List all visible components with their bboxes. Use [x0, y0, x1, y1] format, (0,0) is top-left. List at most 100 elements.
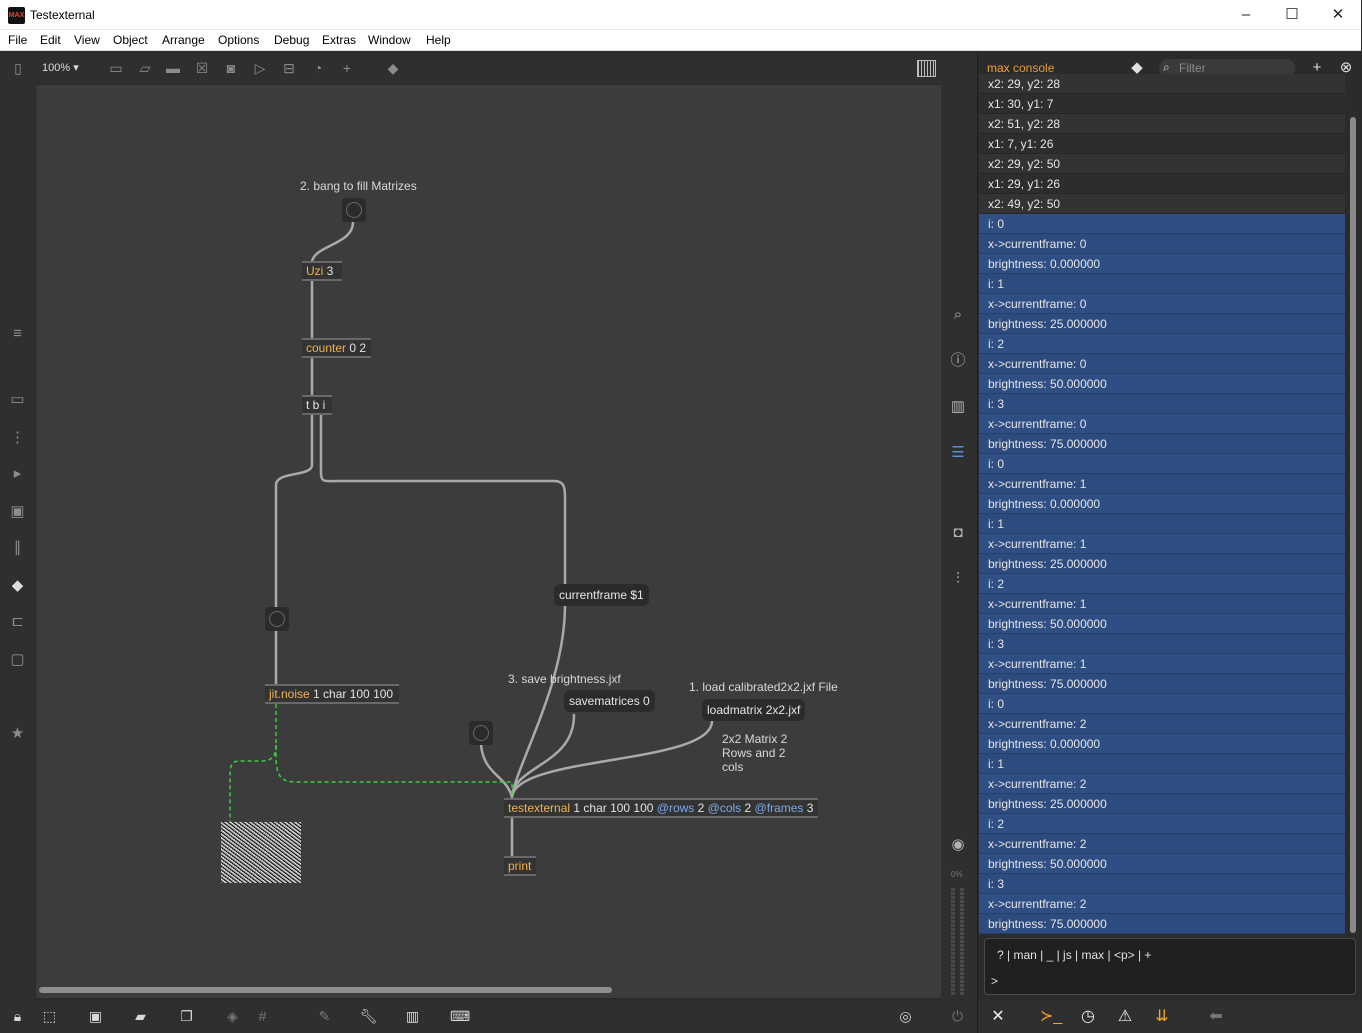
- console-log-row[interactable]: x->currentframe: 1: [979, 474, 1345, 494]
- new-button-icon[interactable]: ▷: [254, 60, 266, 76]
- console-log-row[interactable]: i: 2: [979, 814, 1345, 834]
- console-log-row[interactable]: i: 2: [979, 334, 1345, 354]
- console-log-row[interactable]: x2: 29, y2: 28: [979, 74, 1345, 94]
- power-icon[interactable]: ⏻: [951, 1008, 964, 1024]
- new-message-icon[interactable]: ▱: [139, 60, 151, 76]
- autoscroll-icon[interactable]: ⇊: [1155, 1008, 1169, 1025]
- snippet-icon[interactable]: ⊏: [11, 613, 24, 630]
- menu-debug[interactable]: Debug: [274, 33, 310, 47]
- console-log-row[interactable]: x1: 30, y1: 7: [979, 94, 1345, 114]
- console-command-area[interactable]: ? | man | _ | js | max | <p> | + >: [984, 938, 1356, 995]
- print-object[interactable]: print: [504, 856, 536, 876]
- new-object-wand-icon[interactable]: ✎: [318, 1008, 331, 1024]
- console-log-row[interactable]: x->currentframe: 0: [979, 234, 1345, 254]
- console-log-row[interactable]: i: 2: [979, 574, 1345, 594]
- console-log-row[interactable]: brightness: 25.000000: [979, 794, 1345, 814]
- console-prompt[interactable]: >: [991, 974, 999, 988]
- presentation-icon[interactable]: ▭: [10, 391, 25, 408]
- jit-pwindow-noise-display[interactable]: [221, 822, 301, 883]
- menu-edit[interactable]: Edit: [40, 33, 61, 47]
- console-log-row[interactable]: x->currentframe: 1: [979, 594, 1345, 614]
- console-log-row[interactable]: brightness: 0.000000: [979, 254, 1345, 274]
- new-bang-icon[interactable]: ◙: [226, 60, 236, 76]
- reference-book-icon[interactable]: ▥: [950, 398, 966, 415]
- currentframe-message[interactable]: currentframe $1: [554, 584, 649, 606]
- console-add-icon[interactable]: +: [1312, 59, 1322, 76]
- menu-view[interactable]: View: [74, 33, 100, 47]
- console-log-row[interactable]: x->currentframe: 0: [979, 354, 1345, 374]
- menu-help[interactable]: Help: [426, 33, 451, 47]
- image-icon[interactable]: ▣: [10, 503, 25, 520]
- menu-window[interactable]: Window: [368, 33, 411, 47]
- snapshot-camera-icon[interactable]: ◘: [953, 524, 963, 541]
- add-object-icon[interactable]: +: [342, 60, 352, 76]
- edit-mode-icon[interactable]: ⬚: [42, 1008, 57, 1024]
- lock-icon[interactable]: 🔒︎: [13, 1008, 22, 1024]
- wrench-icon[interactable]: 🔧︎: [359, 1008, 378, 1024]
- console-log-row[interactable]: i: 3: [979, 634, 1345, 654]
- console-log-row[interactable]: x2: 29, y2: 50: [979, 154, 1345, 174]
- console-shortcut-buttons[interactable]: ? | man | _ | js | max | <p> | +: [997, 948, 1152, 962]
- patcher-canvas[interactable]: 2. bang to fill Matrizes Uzi 3 counter 0…: [36, 85, 941, 998]
- console-log-row[interactable]: x->currentframe: 2: [979, 834, 1345, 854]
- audio-power-icon[interactable]: ◉: [951, 836, 965, 853]
- menu-file[interactable]: File: [8, 33, 28, 47]
- console-log-row[interactable]: x->currentframe: 2: [979, 894, 1345, 914]
- console-log-row[interactable]: x->currentframe: 2: [979, 774, 1345, 794]
- plug-icon[interactable]: ◆: [11, 577, 24, 594]
- menu-arrange[interactable]: Arrange: [162, 33, 205, 47]
- console-log-row[interactable]: i: 0: [979, 694, 1345, 714]
- loadmatrix-message[interactable]: loadmatrix 2x2.jxf: [702, 699, 806, 721]
- console-log-row[interactable]: brightness: 50.000000: [979, 614, 1345, 634]
- console-log-row[interactable]: x->currentframe: 1: [979, 534, 1345, 554]
- console-vertical-scrollbar[interactable]: [1350, 117, 1356, 933]
- computer-keyboard-icon[interactable]: ⌨: [450, 1008, 471, 1024]
- transport-play-icon[interactable]: ◎: [899, 1008, 912, 1024]
- console-log-row[interactable]: i: 3: [979, 874, 1345, 894]
- console-log-row[interactable]: i: 0: [979, 214, 1345, 234]
- console-log-row[interactable]: i: 1: [979, 754, 1345, 774]
- presentation-mode-icon[interactable]: ▣: [88, 1008, 103, 1024]
- layers-icon[interactable]: ❐: [180, 1008, 193, 1024]
- console-log-row[interactable]: x->currentframe: 0: [979, 414, 1345, 434]
- maximize-button[interactable]: ☐: [1285, 6, 1299, 23]
- piano-keyboard-icon[interactable]: ▥: [405, 1008, 420, 1024]
- sequence-icon[interactable]: ▸: [13, 465, 22, 482]
- trigger-object[interactable]: t b i: [302, 395, 332, 415]
- horizontal-scrollbar[interactable]: [39, 987, 612, 993]
- console-log-row[interactable]: brightness: 25.000000: [979, 554, 1345, 574]
- testexternal-object[interactable]: testexternal 1 char 100 100 @rows 2 @col…: [504, 798, 818, 818]
- console-log-row[interactable]: brightness: 25.000000: [979, 314, 1345, 334]
- console-log-row[interactable]: i: 3: [979, 394, 1345, 414]
- console-log-row[interactable]: brightness: 75.000000: [979, 434, 1345, 454]
- new-toggle-icon[interactable]: ☒: [195, 60, 209, 76]
- menu-options[interactable]: Options: [218, 33, 260, 47]
- bpatcher-icon[interactable]: ▢: [10, 651, 25, 668]
- console-log-row[interactable]: x2: 49, y2: 50: [979, 194, 1345, 214]
- new-object-icon[interactable]: ▭: [109, 60, 123, 76]
- console-filter-field[interactable]: ⌕: [1159, 59, 1295, 77]
- clear-console-icon[interactable]: ✕: [991, 1008, 1005, 1025]
- bang-save[interactable]: [469, 721, 493, 745]
- console-diamond-icon[interactable]: ◆: [1131, 59, 1143, 76]
- console-log-row[interactable]: x1: 7, y1: 26: [979, 134, 1345, 154]
- grid-icon[interactable]: #: [258, 1008, 267, 1024]
- console-list-icon[interactable]: ☰: [951, 444, 965, 461]
- console-log-row[interactable]: i: 1: [979, 274, 1345, 294]
- warning-icon[interactable]: ⚠: [1117, 1008, 1133, 1025]
- paperclip-icon[interactable]: ∥: [13, 539, 22, 556]
- paint-bucket-icon[interactable]: ◆: [387, 60, 399, 76]
- console-log-row[interactable]: x->currentframe: 1: [979, 654, 1345, 674]
- new-slider-icon[interactable]: ⊟: [283, 60, 295, 76]
- console-log-row[interactable]: brightness: 0.000000: [979, 494, 1345, 514]
- console-log-row[interactable]: x->currentframe: 0: [979, 294, 1345, 314]
- close-window-button[interactable]: ✕: [1331, 6, 1345, 23]
- console-log-row[interactable]: brightness: 50.000000: [979, 854, 1345, 874]
- console-log-row[interactable]: x1: 29, y1: 26: [979, 174, 1345, 194]
- bang-fill-matrices[interactable]: [342, 198, 366, 222]
- savematrices-message[interactable]: savematrices 0: [564, 690, 655, 712]
- menu-extras[interactable]: Extras: [322, 33, 357, 47]
- search-icon[interactable]: ⌕: [953, 306, 963, 323]
- comment-bubble-icon[interactable]: ▰: [135, 1008, 146, 1024]
